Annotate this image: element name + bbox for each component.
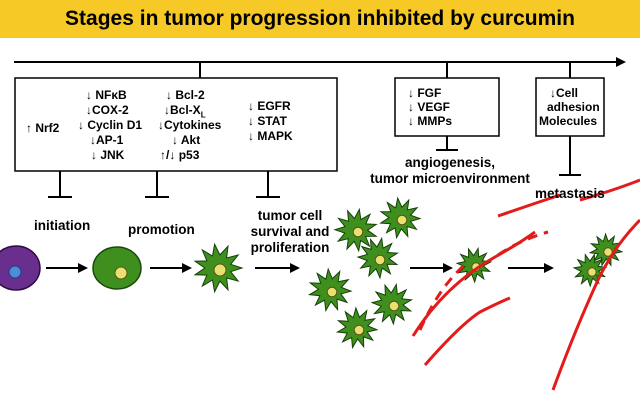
tumor-cell-nucleus — [352, 226, 364, 238]
initiation-label: initiation — [34, 218, 91, 233]
bclxl-label: ↓Bcl-XL — [164, 103, 206, 120]
akt-label: ↓ Akt — [172, 133, 201, 147]
molecules-label: Molecules — [539, 114, 598, 128]
nfkb-label: ↓ NFκB — [86, 88, 127, 102]
cox2-label: ↓COX-2 — [86, 103, 129, 117]
cytokines-label: ↓Cytokines — [158, 118, 222, 132]
adhesion-label: adhesion — [547, 100, 600, 114]
cyclin-d1-label: ↓ Cyclin D1 — [78, 118, 143, 132]
diagram-title: Stages in tumor progression inhibited by… — [65, 7, 575, 30]
angiogenesis-label: angiogenesis, tumor microenvironment — [370, 155, 530, 186]
tumor-cell-nucleus — [374, 254, 386, 266]
p53-label: ↑/↓ p53 — [160, 148, 200, 162]
stat-label: ↓ STAT — [248, 114, 287, 128]
metastasis-label: metastasis — [535, 186, 605, 201]
tumor-cell-nucleus — [388, 300, 400, 312]
tumor-cell-nucleus — [326, 286, 338, 298]
mapk-label: ↓ MAPK — [248, 129, 293, 143]
jnk-label: ↓ JNK — [91, 148, 125, 162]
tumor-cell-nucleus — [213, 263, 227, 277]
nrf2-label: ↑ Nrf2 — [26, 121, 60, 135]
mmps-label: ↓ MMPs — [408, 114, 453, 128]
up-arrow-icon: ↑ — [26, 121, 32, 135]
tumor-cell-nucleus — [396, 214, 408, 226]
title-banner — [0, 0, 640, 38]
initial-cell-nucleus — [8, 265, 22, 279]
box-main — [14, 77, 338, 172]
ap1-label: ↓AP-1 — [90, 133, 124, 147]
vegf-label: ↓ VEGF — [408, 100, 451, 114]
tumor-cell-nucleus — [353, 324, 365, 336]
survival-label: tumor cell survival and proliferation — [250, 208, 330, 255]
vessel-dashed — [418, 230, 549, 331]
inhibition-tee-icon — [48, 136, 581, 198]
promotion-label: promotion — [128, 222, 195, 237]
promoted-cell-nucleus — [114, 266, 128, 280]
bcl2-label: ↓ Bcl-2 — [166, 88, 205, 102]
tumor-cells — [193, 196, 624, 350]
box-angiogenesis — [394, 77, 500, 137]
fgf-label: ↓ FGF — [408, 86, 442, 100]
egfr-label: ↓ EGFR — [248, 99, 291, 113]
tumor-cell-nucleus — [587, 267, 597, 277]
cell-label: ↓Cell — [550, 86, 579, 100]
